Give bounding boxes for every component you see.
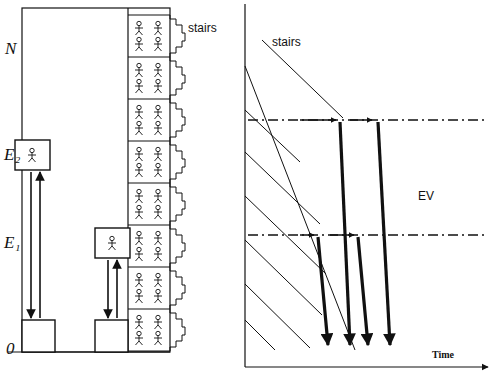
person-body [135,84,143,93]
person-body [108,241,116,250]
person-head [137,205,141,209]
elevator-passenger [28,148,116,250]
person-head [137,273,141,277]
person-body [135,320,143,329]
person-head [156,79,160,83]
floor-lines [128,15,170,351]
queue-arrows [300,120,372,235]
label-text: E₁ [4,234,20,251]
person-head [156,273,160,277]
person-head [156,121,160,125]
person-head [137,121,141,125]
person-body [154,168,162,177]
person-head [156,231,160,235]
person-head [137,247,141,251]
person-body [154,26,162,35]
building [8,8,170,352]
person-head [30,148,34,152]
label-text: EV [418,190,434,202]
person-head [156,21,160,25]
label-text: 0 [6,340,15,357]
person-head [137,105,141,109]
person-body [154,152,162,161]
floor-line [128,351,170,352]
floor-line [128,225,170,226]
person-body [135,252,143,261]
person-body [154,320,162,329]
person-body [154,42,162,51]
person-body [154,194,162,203]
elevator-descent-arrows [318,122,390,345]
label-text: stairs [188,22,217,34]
person-body [154,336,162,345]
person-body [135,110,143,119]
person-body [154,236,162,245]
stair-flow-lines [245,40,355,350]
person-body [135,210,143,219]
person-body [135,194,143,203]
person-head [156,289,160,293]
person-body [135,126,143,135]
person-head [156,37,160,41]
person-body [154,210,162,219]
person-body [154,110,162,119]
person-head [156,247,160,251]
elevator-level-line [248,120,488,235]
floor-line [128,141,170,142]
person-head [137,63,141,67]
person-body [135,26,143,35]
person-head [110,236,114,240]
person-body [135,294,143,303]
person-head [137,289,141,293]
person-body [154,278,162,287]
person-head [137,147,141,151]
person-head [137,37,141,41]
person-body [154,294,162,303]
person-body [135,168,143,177]
person-head [137,163,141,167]
floor-line [128,99,170,100]
person-head [156,331,160,335]
person-head [156,105,160,109]
label-text: N [5,40,16,57]
person-head [156,189,160,193]
floor-line [128,15,170,16]
person-body [154,84,162,93]
elevator-travel [31,172,117,318]
person-head [137,79,141,83]
person-head [156,147,160,151]
person-head [156,205,160,209]
person-head [156,63,160,67]
person-head [137,189,141,193]
floor-line [128,57,170,58]
person-body [28,153,36,162]
person-head [137,231,141,235]
person-body [154,68,162,77]
stair-profile [170,15,185,351]
person-body [135,42,143,51]
elevators [15,140,130,352]
person-head [137,315,141,319]
label-text: Time [432,350,454,360]
person-body [135,68,143,77]
person-head [156,315,160,319]
label-text: stairs [272,36,301,48]
label-text: E₂ [4,146,20,163]
person-body [154,252,162,261]
person-body [135,278,143,287]
person-body [135,336,143,345]
person-body [154,126,162,135]
person-head [137,331,141,335]
person-head [137,21,141,25]
floor-line [128,309,170,310]
occupants [135,21,162,345]
person-body [135,152,143,161]
floor-line [128,183,170,184]
floor-line [128,267,170,268]
person-body [135,236,143,245]
person-head [156,163,160,167]
chart-axes [245,4,488,367]
